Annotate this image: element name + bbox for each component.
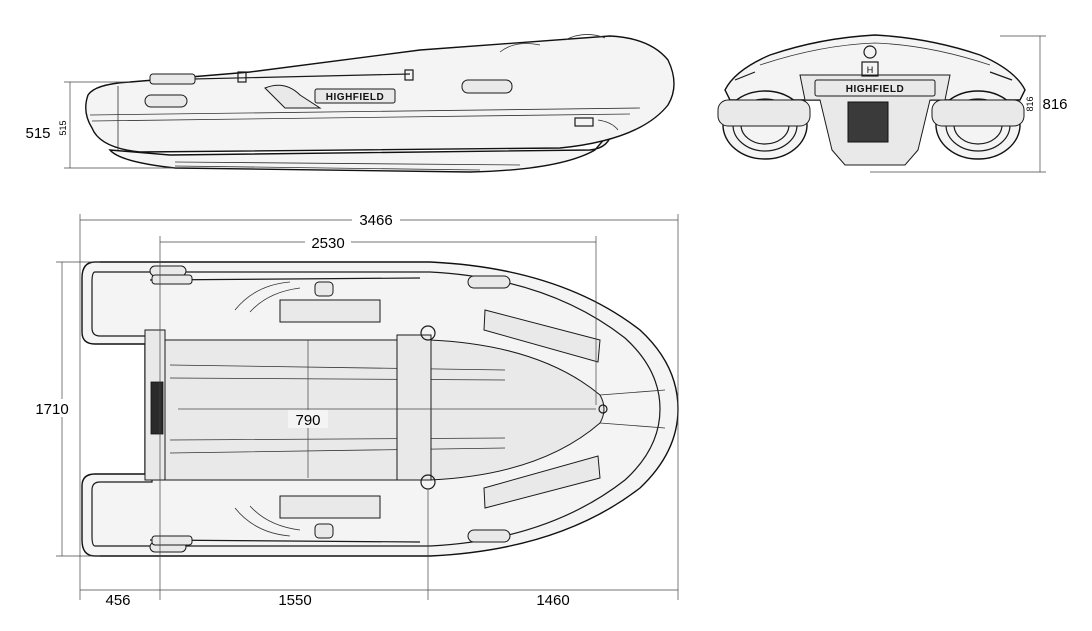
side-wheel-hint — [499, 34, 606, 53]
side-handle-aft — [144, 94, 188, 108]
top-view: 3466 2530 1710 790 456 1550 1460 — [30, 210, 679, 609]
side-brand-plate — [314, 88, 396, 104]
rear-tube-seam — [759, 42, 991, 66]
rear-height-small: 816 — [1025, 96, 1035, 111]
side-rubstrake-2 — [91, 113, 631, 122]
rear-height-label: 816 — [1042, 96, 1067, 113]
side-keel-line — [174, 161, 521, 166]
rear-view: HIGHFIELD H 816 816 — [717, 34, 1068, 173]
rear-wheel-right — [931, 90, 1025, 160]
rear-grille — [847, 101, 889, 143]
dim-inner-beam: 790 — [295, 412, 320, 429]
side-oarlock — [237, 71, 247, 83]
dim-overall-beam-bg — [30, 399, 74, 417]
dim-overall-length: 3466 — [359, 212, 392, 229]
dim-transom-offset: 456 — [105, 592, 130, 609]
rear-badge — [861, 61, 879, 77]
top-strakes — [169, 377, 506, 441]
rear-badge-letter: H — [867, 65, 874, 75]
dim-inner-length: 2530 — [311, 235, 344, 252]
top-rowlock-port — [314, 281, 334, 297]
top-strakes-2 — [169, 364, 506, 454]
dim-bench-position: 1550 — [278, 592, 311, 609]
side-height-small: 515 — [58, 120, 68, 135]
top-wheel-hint-stbd — [234, 505, 301, 537]
rear-tube-top — [724, 34, 1026, 101]
top-tube-inner — [91, 271, 661, 547]
top-cleat-port — [420, 325, 436, 341]
rear-wheel-left — [717, 90, 811, 160]
side-oar-blade — [149, 73, 196, 85]
top-box-stbd — [279, 495, 381, 519]
top-oar-blade-port — [151, 274, 193, 285]
top-oar-blade-stbd — [151, 535, 193, 546]
side-bow-ring — [597, 119, 619, 131]
side-rubstrake — [89, 107, 641, 116]
top-oars — [149, 277, 421, 543]
top-cleat-stbd — [420, 474, 436, 490]
dim-bow-section: 1460 — [536, 592, 569, 609]
dim-inner-length-bg — [305, 233, 351, 251]
side-oar-handle — [404, 69, 414, 81]
side-height-label: 515 — [25, 125, 50, 142]
side-valve — [574, 117, 594, 127]
top-deck — [159, 339, 605, 481]
top-handle-stbd-fwd — [467, 529, 511, 543]
top-box-port — [279, 299, 381, 323]
top-transom-plate — [150, 381, 164, 435]
top-bow-floor — [599, 389, 666, 429]
top-wheel-hint-port — [234, 281, 301, 313]
side-handle-fwd — [461, 79, 513, 94]
dim-overall-length-bg — [352, 210, 400, 228]
side-hull — [108, 127, 613, 173]
side-keel-line-2 — [174, 165, 481, 171]
dim-overall-beam: 1710 — [35, 401, 68, 418]
top-bench-seat — [396, 334, 432, 481]
side-brand-text: HIGHFIELD — [326, 92, 384, 103]
top-handle-port-fwd — [467, 275, 511, 289]
rear-oarlocks — [734, 71, 1013, 81]
top-pad-port — [483, 309, 601, 363]
rear-brand-text: HIGHFIELD — [846, 84, 904, 95]
rear-brand-plate — [814, 79, 936, 97]
dim-inner-beam-bg — [288, 410, 328, 428]
top-rowlock-stbd — [314, 523, 334, 539]
rear-keel — [831, 149, 919, 166]
rear-lift-eye — [863, 45, 877, 59]
top-pad-starboard — [483, 455, 601, 509]
side-seat — [264, 84, 322, 109]
top-bow-eye — [598, 404, 608, 414]
side-view: HIGHFIELD 515 515 — [25, 34, 675, 173]
